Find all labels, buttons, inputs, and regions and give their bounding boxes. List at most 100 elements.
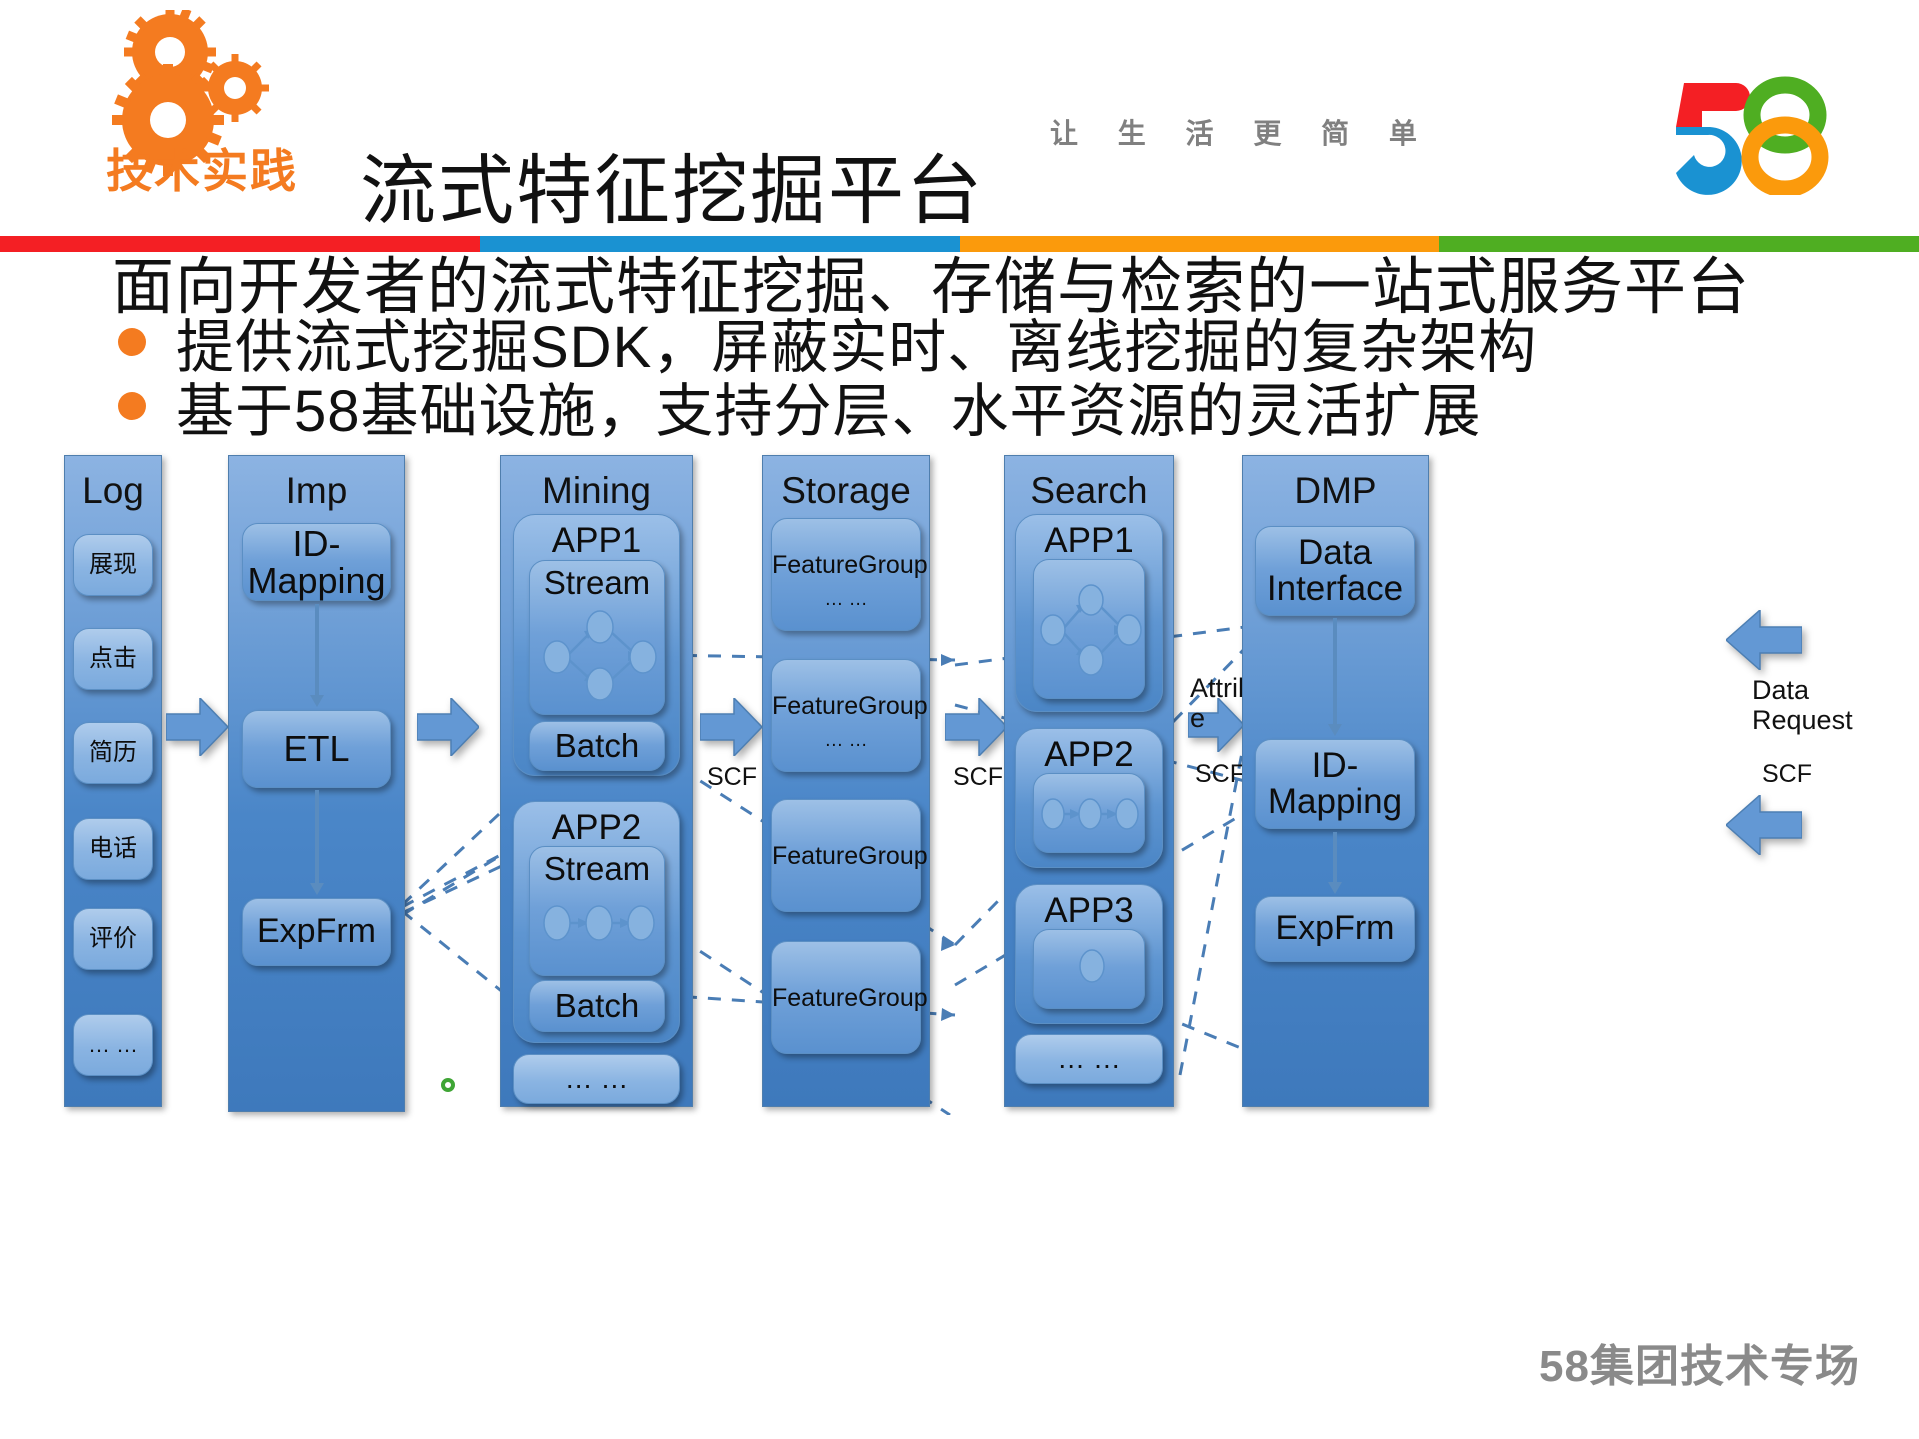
connector-stem bbox=[315, 790, 319, 884]
storage-featuregroup-1-sub: … … bbox=[824, 729, 868, 751]
page-title: 流式特征挖掘平台 bbox=[360, 148, 984, 234]
mining-more: … … bbox=[513, 1054, 680, 1104]
log-item-4-label: 评价 bbox=[89, 924, 137, 952]
storage-featuregroup-3-label: FeatureGroup bbox=[772, 983, 928, 1012]
flow-arrow-storage-to-search bbox=[945, 698, 1007, 756]
data-request-label: Data Request bbox=[1752, 675, 1882, 735]
brand-tagline: 让 生 活 更 简 单 bbox=[1050, 118, 1433, 149]
storage-featuregroup-2: FeatureGroup bbox=[771, 799, 928, 912]
connector-etl-to-expfrm bbox=[310, 790, 324, 895]
flow-label-scf-1: SCF bbox=[707, 763, 757, 791]
dmp-node-id-mapping-label: ID-Mapping bbox=[1267, 745, 1403, 821]
search-app3-node-icon bbox=[1075, 941, 1109, 991]
footer-text: 58集团技术专场 bbox=[1539, 1342, 1860, 1391]
stream-dag-icon bbox=[539, 606, 657, 706]
connector-stem bbox=[1333, 618, 1337, 725]
data-request-line2: Request bbox=[1752, 705, 1853, 736]
flow-arrow-request-in-top bbox=[1726, 610, 1802, 670]
diagram-column-imp: Imp ID-Mapping ETL ExpFrm bbox=[228, 455, 405, 1112]
connector-stem bbox=[315, 604, 319, 696]
column-title-storage: Storage bbox=[781, 470, 911, 511]
column-title-log: Log bbox=[82, 470, 144, 511]
arrowhead-icon bbox=[310, 883, 324, 895]
bullet-item-1: 提供流式挖掘SDK，屏蔽实时、离线挖掘的复杂架构 bbox=[118, 300, 1537, 384]
bullet-dot-icon bbox=[118, 392, 146, 420]
diagram-column-search: Search APP1 bbox=[1004, 455, 1174, 1107]
gears-icon bbox=[110, 10, 295, 190]
dmp-node-expfrm: ExpFrm bbox=[1255, 896, 1415, 962]
imp-node-expfrm: ExpFrm bbox=[242, 898, 391, 966]
mining-app1-batch: Batch bbox=[529, 721, 665, 771]
connector-idmapping-to-expfrm bbox=[1328, 832, 1342, 894]
diagram-column-storage: Storage FeatureGroup … … FeatureGroup … … bbox=[762, 455, 930, 1107]
arrowhead-icon bbox=[1328, 724, 1342, 736]
diagram-column-mining: Mining APP1 Stream bbox=[500, 455, 693, 1107]
bullet-text-1: 提供流式挖掘SDK，屏蔽实时、离线挖掘的复杂架构 bbox=[176, 315, 1538, 380]
bullet-item-2: 基于58基础设施，支持分层、水平资源的灵活扩展 bbox=[118, 364, 1482, 448]
flow-label-scf-2: SCF bbox=[953, 763, 1003, 791]
log-item-2-label: 简历 bbox=[89, 738, 137, 766]
storage-featuregroup-0-sub: … … bbox=[824, 588, 868, 610]
flow-arrow-mining-to-storage bbox=[700, 698, 762, 756]
column-title-mining: Mining bbox=[542, 470, 651, 511]
bullet-text-2: 基于58基础设施，支持分层、水平资源的灵活扩展 bbox=[176, 379, 1482, 444]
bullet-dot-icon bbox=[118, 328, 146, 356]
flow-arrow-log-to-imp bbox=[166, 698, 228, 756]
log-item-5: … … bbox=[73, 1014, 153, 1076]
58-logo-icon bbox=[1650, 75, 1840, 198]
log-item-3-label: 电话 bbox=[89, 834, 137, 862]
mining-group-app2-label: APP2 bbox=[551, 808, 642, 847]
log-item-5-label: … … bbox=[87, 1031, 139, 1057]
color-divider bbox=[0, 236, 1919, 252]
arrowhead-icon bbox=[1328, 882, 1342, 894]
search-app1-dag-icon bbox=[1037, 574, 1142, 686]
log-item-1-label: 点击 bbox=[89, 644, 137, 672]
divider-segment-orange bbox=[959, 236, 1440, 252]
arrowhead-icon bbox=[310, 695, 324, 707]
log-item-4: 评价 bbox=[73, 908, 153, 970]
diagram-column-log: Log 展现 点击 简历 电话 评价 … … bbox=[64, 455, 162, 1107]
search-more-label: … … bbox=[1057, 1043, 1121, 1075]
storage-featuregroup-1-label: FeatureGroup bbox=[772, 691, 928, 720]
green-dot-icon bbox=[441, 1078, 455, 1092]
divider-segment-blue bbox=[479, 236, 960, 252]
stream-chain-icon bbox=[539, 888, 657, 958]
log-item-2: 简历 bbox=[73, 722, 153, 784]
storage-featuregroup-3: FeatureGroup bbox=[771, 941, 928, 1054]
mining-app2-batch-label: Batch bbox=[554, 986, 640, 1024]
imp-node-etl: ETL bbox=[242, 710, 391, 788]
column-title-imp: Imp bbox=[285, 470, 348, 511]
connector-interface-to-idmapping bbox=[1328, 618, 1342, 736]
header-badge-label: 技术实践 bbox=[106, 145, 298, 197]
data-request-line1: Data bbox=[1752, 675, 1810, 705]
log-item-3: 电话 bbox=[73, 818, 153, 880]
connector-idmapping-to-etl bbox=[310, 604, 324, 707]
attribute-label-line2: e bbox=[1190, 703, 1206, 734]
flow-arrow-search-to-dmp bbox=[1188, 698, 1244, 752]
dmp-node-data-interface-label: Data Interface bbox=[1266, 532, 1404, 608]
mining-app2-batch: Batch bbox=[529, 980, 665, 1032]
search-group-app2-label: APP2 bbox=[1044, 735, 1134, 774]
search-app3-inner bbox=[1033, 929, 1145, 1009]
architecture-diagram: Log 展现 点击 简历 电话 评价 … … bbox=[0, 455, 1919, 1115]
mining-app1-batch-label: Batch bbox=[554, 726, 640, 764]
imp-node-expfrm-label: ExpFrm bbox=[257, 912, 376, 951]
mining-group-app1-label: APP1 bbox=[551, 521, 642, 560]
imp-node-id-mapping: ID-Mapping bbox=[242, 523, 391, 601]
divider-segment-green bbox=[1439, 236, 1919, 252]
imp-node-etl-label: ETL bbox=[283, 728, 350, 770]
flow-label-scf-3: SCF bbox=[1195, 760, 1245, 788]
flow-arrow-request-in-bottom bbox=[1726, 795, 1802, 855]
divider-segment-red bbox=[0, 236, 480, 252]
mining-app1-stream-label: Stream bbox=[543, 564, 651, 601]
lead-paragraph: 面向开发者的流式特征挖掘、存储与检索的一站式服务平台 bbox=[112, 253, 1751, 322]
imp-node-id-mapping-label: ID-Mapping bbox=[247, 522, 386, 601]
search-app2-chain-icon bbox=[1037, 783, 1142, 845]
log-item-1: 点击 bbox=[73, 628, 153, 690]
dmp-node-id-mapping: ID-Mapping bbox=[1255, 739, 1415, 829]
column-title-dmp: DMP bbox=[1294, 470, 1377, 511]
storage-featuregroup-0: FeatureGroup … … bbox=[771, 518, 928, 631]
column-title-search: Search bbox=[1030, 470, 1148, 511]
search-more: … … bbox=[1015, 1034, 1163, 1084]
